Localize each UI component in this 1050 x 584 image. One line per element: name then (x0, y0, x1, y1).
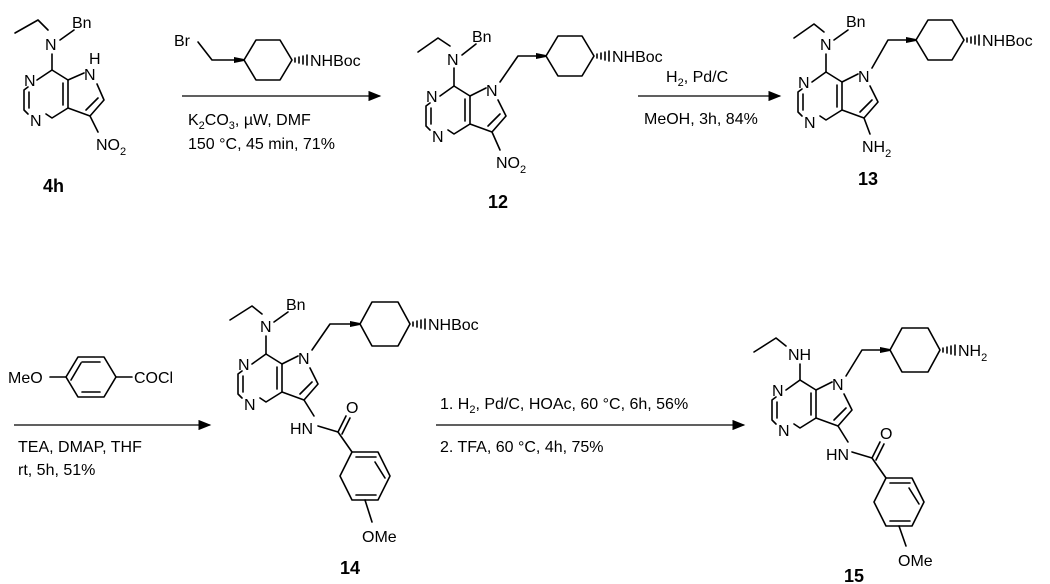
atom-h: H (89, 51, 101, 68)
atom-n: N (447, 52, 459, 69)
atom-n: N (486, 83, 498, 100)
atom-n: N (778, 423, 790, 440)
compound-12: N Bn N N N NHBoc NO2 12 (417, 29, 663, 212)
atom-n: N (260, 319, 272, 336)
conditions-step3-line2: rt, 5h, 51% (18, 462, 95, 479)
atom-n: N (432, 129, 444, 146)
conditions-step2-line2: MeOH, 3h, 84% (644, 111, 758, 128)
atom-cocl: COCl (134, 370, 173, 387)
conditions-step4-line1: 1. H2, Pd/C, HOAc, 60 °C, 6h, 56% (440, 396, 688, 416)
atom-n: N (804, 115, 816, 132)
atom-n: N (832, 377, 844, 394)
compound-label-13: 13 (858, 169, 878, 189)
atom-no2: NO2 (496, 155, 526, 176)
compound-label-14: 14 (340, 558, 360, 578)
atom-n: N (798, 75, 810, 92)
atom-n: N (772, 383, 784, 400)
atom-meo: MeO (8, 370, 43, 387)
atom-br: Br (174, 33, 191, 50)
atom-bn: Bn (286, 297, 306, 314)
hashed-bond (294, 54, 308, 66)
atom-n: N (24, 73, 36, 90)
atom-nh: NH (788, 347, 811, 364)
atom-n: N (238, 357, 250, 374)
conditions-step1-line2: 150 °C, 45 min, 71% (188, 136, 335, 153)
atom-o: O (880, 426, 892, 443)
reaction-arrow-1: K2CO3, µW, DMF 150 °C, 45 min, 71% (182, 90, 382, 153)
atom-nhboc: NHBoc (428, 317, 479, 334)
conditions-step2-line1: H2, Pd/C (666, 69, 728, 89)
atom-n: N (820, 37, 832, 54)
atom-nhboc: NHBoc (310, 53, 361, 70)
compound-4h: N Bn N N N H NO2 4h (14, 15, 126, 196)
atom-bn: Bn (846, 14, 866, 31)
compound-label-12: 12 (488, 192, 508, 212)
conditions-step3-line1: TEA, DMAP, THF (18, 439, 142, 456)
atom-bn: Bn (72, 15, 92, 32)
reaction-arrow-2: H2, Pd/C MeOH, 3h, 84% (638, 69, 782, 128)
conditions-step1-line1: K2CO3, µW, DMF (188, 112, 311, 132)
reaction-arrow-4: 1. H2, Pd/C, HOAc, 60 °C, 6h, 56% 2. TFA… (436, 396, 746, 456)
atom-bn: Bn (472, 29, 492, 46)
atom-o: O (346, 400, 358, 417)
atom-ome: OMe (898, 553, 933, 570)
compound-15: NH N N N NH2 HN O O (753, 327, 987, 584)
hashed-bond (942, 344, 956, 356)
hashed-bond (596, 50, 610, 62)
conditions-step4-line2: 2. TFA, 60 °C, 4h, 75% (440, 439, 604, 456)
atom-n: N (30, 113, 42, 130)
atom-n: N (244, 397, 256, 414)
compound-13: N Bn N N N NHBoc NH2 13 (793, 14, 1033, 189)
atom-nh2: NH2 (958, 343, 987, 364)
atom-no2: NO2 (96, 137, 126, 158)
atom-nhboc: NHBoc (982, 33, 1033, 50)
reagent-bromomethylcyclohexane: Br NHBoc (174, 33, 361, 81)
atom-nh2: NH2 (862, 139, 891, 160)
atom-n: N (84, 67, 96, 84)
reagent-methoxybenzoyl-chloride: MeO COCl (8, 356, 173, 398)
reaction-arrow-3: TEA, DMAP, THF rt, 5h, 51% (14, 419, 212, 479)
hashed-bond (966, 34, 980, 46)
atom-n: N (45, 37, 57, 54)
atom-ome: OMe (362, 529, 397, 546)
atom-n: N (426, 89, 438, 106)
hashed-bond (412, 318, 426, 330)
atom-n: N (298, 351, 310, 368)
compound-label-15: 15 (844, 566, 864, 584)
atom-hn: HN (826, 447, 849, 464)
atom-n: N (858, 69, 870, 86)
compound-label-4h: 4h (43, 176, 64, 196)
compound-14: N Bn N N N NHBoc HN O (229, 297, 479, 578)
atom-hn: HN (290, 421, 313, 438)
atom-nhboc: NHBoc (612, 49, 663, 66)
